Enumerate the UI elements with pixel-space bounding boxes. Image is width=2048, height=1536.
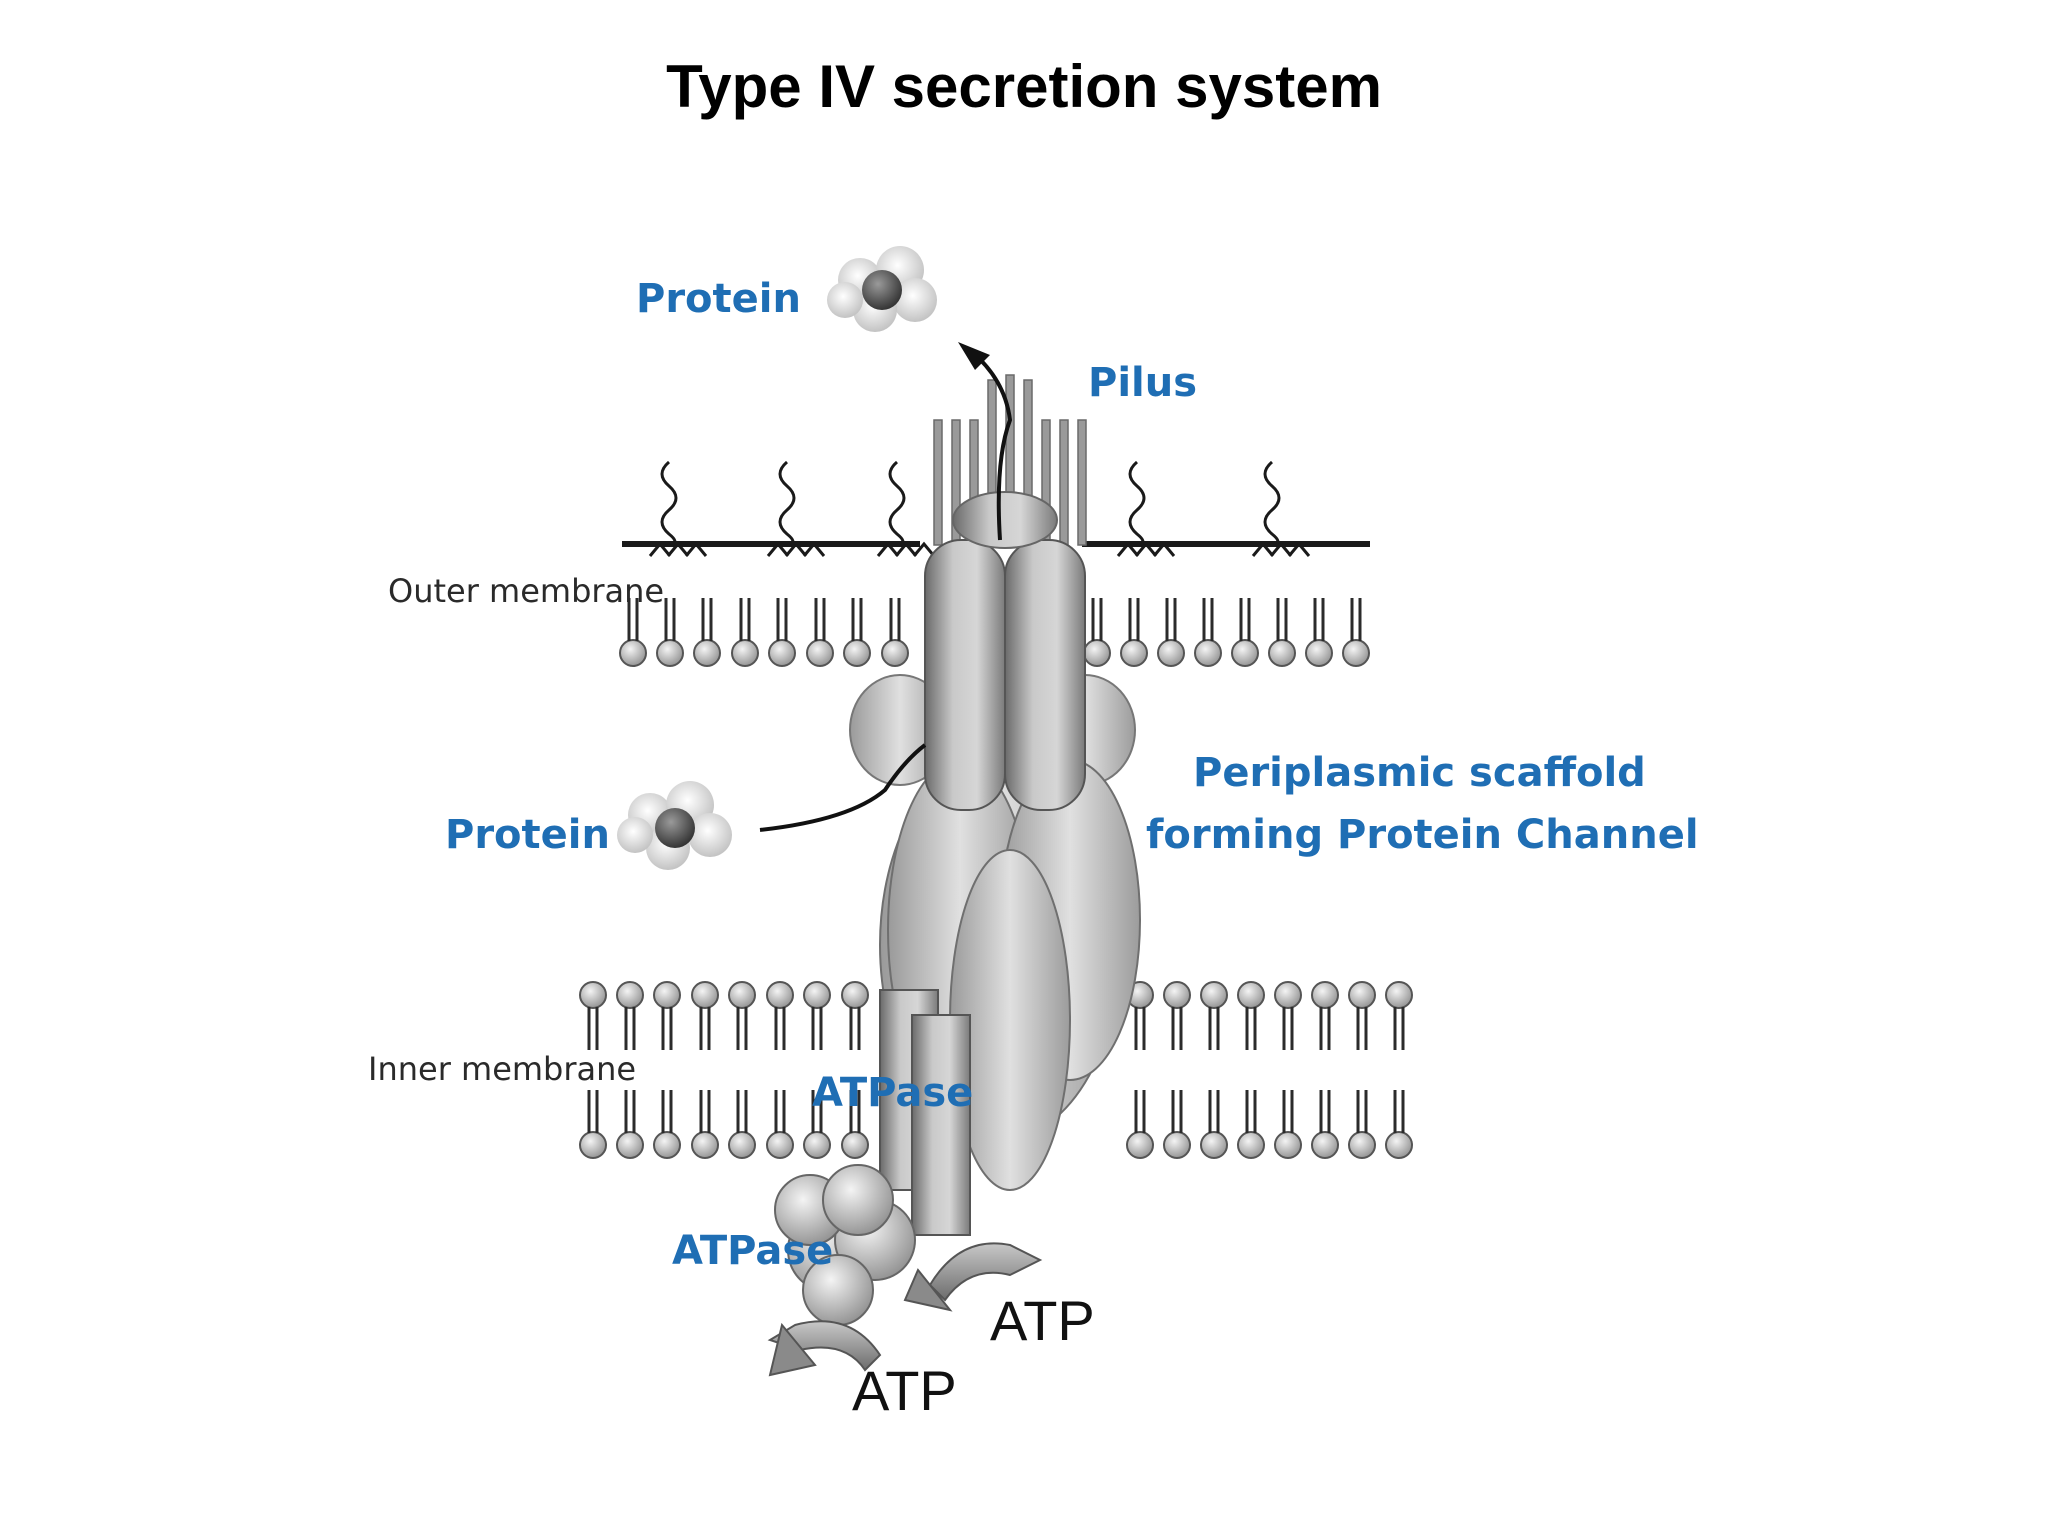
lps-chain (1128, 460, 1146, 546)
lipid-head (841, 1131, 869, 1159)
lipid-head (766, 981, 794, 1009)
lipid-head (731, 639, 759, 667)
lipid-head (1163, 1131, 1191, 1159)
label-periplasmic-line1: Periplasmic scaffold (1193, 750, 1646, 796)
lipid-head (1237, 1131, 1265, 1159)
lipid-head (693, 639, 721, 667)
lps-chain (778, 460, 796, 546)
label-atpase-inner: ATPase (812, 1070, 973, 1116)
slide-title: Type IV secretion system (666, 53, 1382, 120)
lps-chain (1263, 460, 1281, 546)
lps-core (1251, 541, 1311, 557)
protein-transport-path (759, 350, 1013, 832)
lipid-head (728, 981, 756, 1009)
lipid-head (843, 639, 871, 667)
inner-membrane-lipids (579, 981, 1413, 1159)
lipid-head (653, 1131, 681, 1159)
label-atpase-lower: ATPase (672, 1228, 833, 1274)
lipid-head (1274, 981, 1302, 1009)
atp-arrow-right (903, 1242, 1043, 1312)
lipid-head (1348, 1131, 1376, 1159)
lipid-head (1083, 639, 1111, 667)
lipid-head (579, 981, 607, 1009)
lps-chain (888, 460, 906, 546)
lipid-head (619, 639, 647, 667)
lipid-head (1385, 981, 1413, 1009)
lipid-head (1163, 981, 1191, 1009)
label-inner-membrane: Inner membrane (368, 1050, 636, 1088)
lps-core (1116, 541, 1176, 557)
lps-core (766, 541, 826, 557)
label-atp-left: ATP (852, 1359, 957, 1422)
lipid-head (806, 639, 834, 667)
lipid-head (616, 1131, 644, 1159)
pilus-filament (1059, 419, 1069, 546)
pilus (933, 374, 1087, 546)
lipid-head (1311, 1131, 1339, 1159)
label-protein-top: Protein (636, 276, 801, 322)
lipid-head (881, 639, 909, 667)
periplasmic-scaffold (849, 491, 1141, 1191)
lipid-head (579, 1131, 607, 1159)
lipid-head (768, 639, 796, 667)
lipid-head (1120, 639, 1148, 667)
lipid-head (1311, 981, 1339, 1009)
protein-cluster-top (827, 246, 937, 332)
lipid-head (656, 639, 684, 667)
lps-chain (660, 460, 678, 546)
lipid-head (1194, 639, 1222, 667)
atpase-hexamer (774, 1164, 916, 1326)
lipid-head (1274, 1131, 1302, 1159)
lps-core (648, 541, 708, 557)
lipid-head (691, 1131, 719, 1159)
export-arrowhead (958, 342, 990, 370)
lipid-head (1348, 981, 1376, 1009)
inner-atpase (879, 989, 971, 1236)
lipid-head (1385, 1131, 1413, 1159)
label-pilus: Pilus (1088, 360, 1197, 406)
pilus-filament (933, 419, 943, 546)
lipid-head (841, 981, 869, 1009)
lps-chains (648, 460, 1311, 557)
lipid-head (1305, 639, 1333, 667)
outer-membrane-lipids (619, 598, 1370, 667)
lipid-head (1268, 639, 1296, 667)
lipid-head (1126, 1131, 1154, 1159)
lipid-head (1231, 639, 1259, 667)
lipid-head (1200, 981, 1228, 1009)
lipid-head (1237, 981, 1265, 1009)
lipid-head (803, 981, 831, 1009)
label-atp-right: ATP (990, 1289, 1095, 1352)
pilus-filament (1077, 419, 1087, 546)
lipid-head (653, 981, 681, 1009)
lipid-head (691, 981, 719, 1009)
label-protein-left: Protein (445, 812, 610, 858)
lipid-head (766, 1131, 794, 1159)
lipid-head (1157, 639, 1185, 667)
lipid-head (1342, 639, 1370, 667)
lipid-head (803, 1131, 831, 1159)
lipid-head (1200, 1131, 1228, 1159)
lipid-head (728, 1131, 756, 1159)
protein-cluster-left (617, 781, 732, 870)
atp-arrow-left (767, 1320, 882, 1377)
label-periplasmic-line2: forming Protein Channel (1146, 812, 1699, 858)
lipid-head (616, 981, 644, 1009)
label-outer-membrane: Outer membrane (388, 572, 664, 610)
lps-core (876, 541, 936, 557)
